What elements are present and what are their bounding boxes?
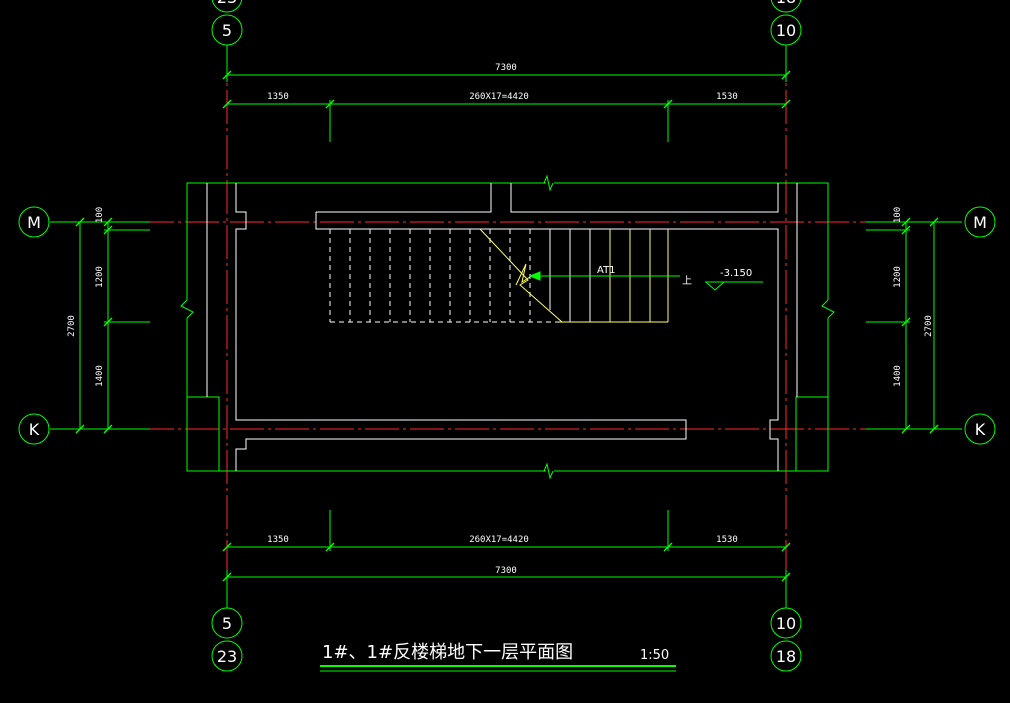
dim-right-overall: 2700 — [924, 315, 934, 337]
dim-left-c: 1400 — [95, 365, 105, 387]
outer-boundary — [180, 174, 835, 480]
grid-bubble-bottom-right-under — [770, 640, 802, 672]
title-underline — [320, 665, 676, 672]
drawing-title: 1#、1#反楼梯地下一层平面图 — [322, 642, 573, 663]
dimension-ticks — [75, 70, 939, 582]
grid-bubble-right-bottom — [964, 413, 996, 445]
dim-left-a: 100 — [95, 207, 105, 223]
grid-bubble-top-left-under — [211, 0, 243, 13]
dim-bottom-overall: 7300 — [495, 566, 517, 576]
dim-right-c: 1400 — [893, 365, 903, 387]
walls — [206, 183, 798, 471]
dim-bottom-right: 1530 — [716, 535, 738, 545]
dim-bottom-mid: 260X17=4420 — [469, 535, 529, 545]
grid-label-left-bottom: K — [29, 420, 40, 439]
dim-top-right: 1530 — [716, 92, 738, 102]
grid-label-bottom-right: 10 — [776, 614, 796, 633]
grid-bubble-left-top — [18, 206, 50, 238]
grid-label-left-top: M — [27, 213, 41, 232]
grid-label-top-left: 5 — [222, 21, 232, 40]
dim-top-overall: 7300 — [495, 63, 517, 73]
grid-label-bottom-left-under: 23 — [217, 647, 237, 666]
grid-label-bottom-left: 5 — [222, 614, 232, 633]
dim-top-mid: 260X17=4420 — [469, 92, 529, 102]
dimension-lines — [50, 45, 962, 608]
grid-label-right-bottom: K — [975, 420, 986, 439]
grid-bubble-bottom-left — [211, 607, 243, 639]
drawing-scale: 1:50 — [640, 648, 669, 663]
grid-label-top-left-under: 23 — [217, 0, 237, 7]
grid-bubbles — [18, 0, 996, 672]
stair-dashed — [329, 229, 560, 323]
dim-top-left: 1350 — [267, 92, 289, 102]
axis-lines — [50, 45, 962, 608]
dim-bottom-left: 1350 — [267, 535, 289, 545]
grid-label-top-right: 10 — [776, 21, 796, 40]
grid-bubble-right-top — [964, 206, 996, 238]
up-label: 上 — [682, 275, 692, 287]
dim-left-b: 1200 — [95, 266, 105, 288]
level-label: -3.150 — [720, 268, 752, 279]
grid-bubble-bottom-left-under — [211, 640, 243, 672]
grid-label-right-top: M — [973, 213, 987, 232]
grid-bubble-top-left — [211, 14, 243, 46]
stair-label: AT1 — [597, 265, 616, 276]
grid-bubble-bottom-right — [770, 607, 802, 639]
grid-bubble-top-right-under — [770, 0, 802, 13]
stair-arrow — [528, 271, 763, 291]
dim-right-b: 1200 — [893, 266, 903, 288]
dim-left-overall: 2700 — [67, 315, 77, 337]
grid-bubble-top-right — [770, 14, 802, 46]
grid-label-top-right-under: 18 — [776, 0, 796, 7]
dim-right-a: 100 — [893, 207, 903, 223]
grid-label-bottom-right-under: 18 — [776, 647, 796, 666]
grid-bubble-left-bottom — [18, 413, 50, 445]
